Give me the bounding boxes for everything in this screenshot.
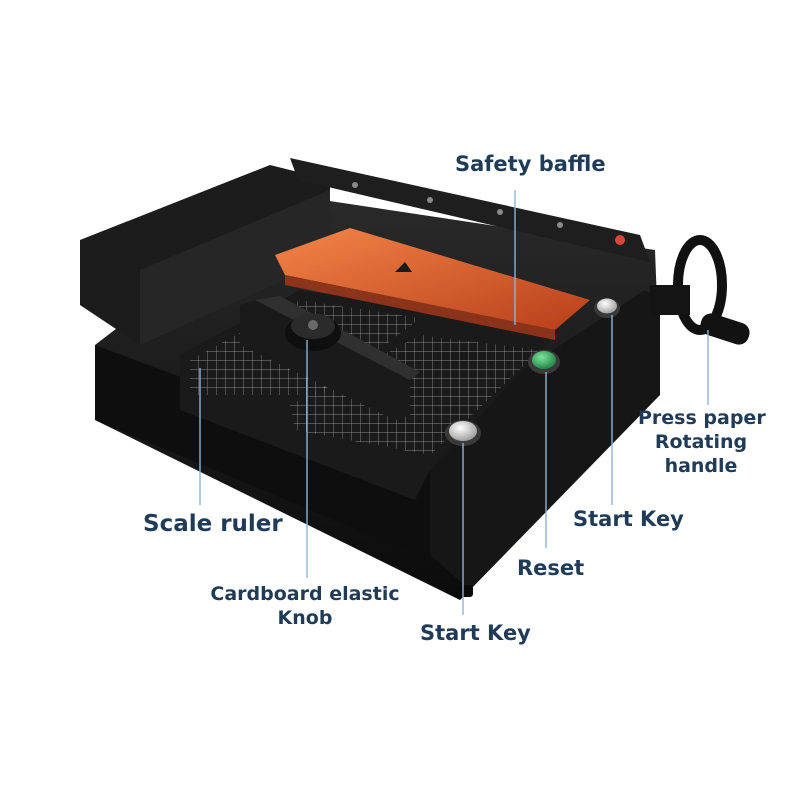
label-press-paper-line-1: Press paper: [638, 407, 766, 429]
label-reset: Reset: [517, 556, 585, 580]
label-knob-line-2: Knob: [277, 607, 333, 629]
label-press-paper-line-3: handle: [664, 455, 738, 477]
label-press-paper-line-2: Rotating: [654, 431, 748, 453]
label-safety-baffle: Safety baffle: [455, 152, 606, 176]
label-start-key-right: Start Key: [573, 507, 684, 531]
label-press-paper-rotating-handle: Press paper Rotating handle: [638, 406, 766, 478]
knob-icon: [285, 313, 341, 351]
rotating-handle-icon: [650, 235, 750, 345]
label-knob-line-1: Cardboard elastic: [210, 583, 400, 605]
safety-baffle-cover: [275, 228, 590, 340]
start-key-right-button-icon: [594, 298, 620, 318]
reset-button-icon: [528, 350, 560, 374]
start-key-bottom-button-icon: [445, 420, 481, 446]
label-cardboard-elastic-knob: Cardboard elastic Knob: [205, 582, 405, 630]
front-foot: [455, 585, 473, 597]
label-start-key-bottom: Start Key: [420, 621, 531, 645]
label-scale-ruler: Scale ruler: [143, 511, 283, 537]
